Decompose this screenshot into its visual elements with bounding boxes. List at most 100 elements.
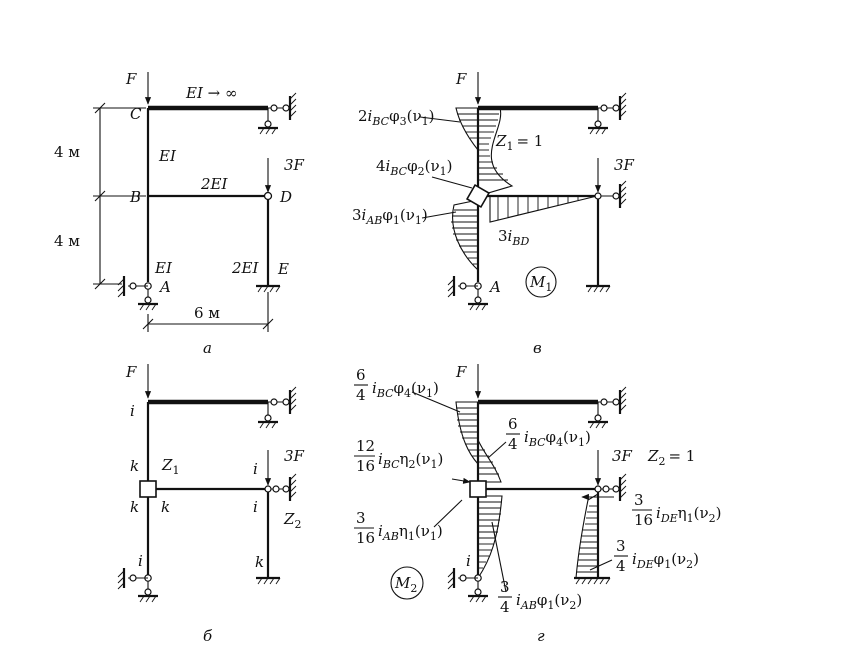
leader-g-5	[589, 559, 613, 571]
label-node-c: C	[130, 105, 142, 123]
svg-text:iDEη1(ν2): iDEη1(ν2)	[656, 504, 722, 525]
label-i-top-b: i	[130, 402, 135, 420]
svg-text:iBCφ4(ν1): iBCφ4(ν1)	[524, 428, 591, 449]
support-a	[117, 276, 158, 311]
svg-text:16: 16	[356, 529, 375, 547]
label-k-right-b: k	[161, 498, 170, 516]
label-v-3: 3iABφ1(ν1)	[352, 206, 428, 227]
dimension-horizontal	[142, 292, 274, 332]
label-3f-v: 3F	[614, 156, 635, 174]
label-g-f2: 6 4 iBCφ4(ν1)	[506, 415, 591, 453]
hinge-d	[263, 191, 273, 201]
panel-b: F 3F i k Z1 k k i i Z2 i k б	[117, 363, 305, 645]
label-dim-upper: 4 м	[54, 143, 80, 161]
label-i-g: i	[466, 552, 471, 570]
label-v-4: 3iBD	[498, 227, 529, 248]
leader-v-1	[419, 116, 461, 123]
caption-b: б	[203, 627, 213, 645]
label-k-left-b: k	[130, 498, 139, 516]
moment-hatch-bd	[497, 196, 579, 220]
svg-text:4iBCφ2(ν1): 4iBCφ2(ν1)	[376, 157, 452, 178]
label-m1: M1	[529, 273, 552, 294]
label-node-a: A	[158, 278, 171, 296]
constraint-z1-box-b	[139, 480, 157, 498]
caption-v: в	[533, 339, 542, 357]
svg-text:4: 4	[616, 557, 626, 575]
leader-g-1	[411, 391, 461, 413]
svg-text:iBCφ4(ν1): iBCφ4(ν1)	[372, 379, 439, 400]
panel-a: F EI → ∞ C EI 2EI B D 3F EI 2EI E A 4 м …	[54, 70, 305, 357]
label-dim-lower: 4 м	[54, 232, 80, 250]
svg-text:iABη1(ν1): iABη1(ν1)	[378, 522, 443, 543]
label-g-f4: 3 16 iABη1(ν1)	[354, 509, 443, 547]
moment-diagram-bd	[489, 195, 598, 223]
label-node-d: D	[279, 188, 292, 206]
label-g-f3: 12 16 iBCη2(ν1)	[354, 437, 443, 475]
support-c	[258, 92, 297, 135]
circle-m2	[390, 566, 424, 600]
label-ei-lower: EI	[154, 259, 173, 277]
label-node-a-v: A	[488, 278, 501, 296]
label-z1-b: Z1	[161, 456, 179, 477]
label-f: F	[125, 70, 137, 88]
moment-hatch-bc	[478, 113, 508, 181]
svg-text:2iBCφ3(ν1): 2iBCφ3(ν1)	[358, 107, 434, 128]
moment-diagram-ab	[452, 199, 479, 272]
leader-g-4	[491, 521, 507, 593]
moment-hatch-g-de	[577, 505, 598, 573]
svg-text:16: 16	[634, 511, 653, 529]
support-a-v	[447, 276, 488, 311]
support-d-g	[594, 473, 627, 501]
support-c-b	[258, 386, 297, 429]
moment-hatch-ab	[451, 209, 478, 265]
label-dim-horizontal: 6 м	[194, 304, 220, 322]
support-c-g	[588, 386, 627, 429]
label-3f: 3F	[284, 156, 305, 174]
dimension-vertical	[93, 102, 146, 290]
label-rigid: EI → ∞	[185, 84, 237, 102]
label-g-f7: 3 4 iABφ1(ν2)	[498, 578, 582, 616]
panel-v: F 3F 2iBCφ3(ν1) 4iBCφ2(ν1) 3iABφ1(ν1) 3i…	[352, 70, 635, 357]
support-e	[256, 284, 281, 293]
support-e-g	[574, 576, 611, 585]
label-node-b: B	[129, 188, 141, 206]
support-a-b	[117, 568, 158, 603]
label-i-d-bottom-b: i	[253, 498, 258, 516]
constraint-z1-box	[465, 183, 491, 209]
svg-text:4: 4	[500, 598, 510, 616]
reaction-arrow-g-1	[451, 477, 471, 484]
label-z2-b: Z2	[283, 510, 301, 531]
label-g-f5: 3 16 iDEη1(ν2)	[632, 491, 722, 529]
svg-text:3iBD: 3iBD	[498, 227, 529, 248]
label-g-f6: 3 4 iDEφ1(ν2)	[614, 537, 699, 575]
circle-m1	[525, 266, 557, 298]
support-a-g	[447, 568, 488, 603]
panel-g: F 3F i Z2= 1 6 4 iBCφ4(ν1) 6 4 iBCφ4(ν1)…	[354, 363, 722, 645]
support-d-b	[264, 473, 297, 501]
leader-g-2	[487, 441, 507, 459]
svg-text:4: 4	[356, 386, 366, 404]
moment-hatch-g-lower	[478, 501, 502, 569]
label-2ei-de: 2EI	[231, 259, 259, 277]
svg-text:iABφ1(ν2): iABφ1(ν2)	[516, 591, 582, 612]
label-i-bottom-b: i	[138, 552, 143, 570]
svg-text:3: 3	[634, 491, 644, 509]
moment-hatch-g-upper-right	[478, 449, 499, 475]
leader-g-3	[433, 499, 463, 528]
label-m2: M2	[394, 574, 417, 595]
label-z1-v: Z1= 1	[495, 132, 543, 153]
svg-text:3iABφ1(ν1): 3iABφ1(ν1)	[352, 206, 428, 227]
svg-text:iBCη2(ν1): iBCη2(ν1)	[378, 450, 443, 471]
support-d-v	[594, 180, 627, 208]
label-ei-upper: EI	[158, 147, 177, 165]
label-i-d-top-b: i	[253, 460, 258, 478]
moment-diagram-bc	[477, 107, 514, 197]
svg-text:12: 12	[356, 437, 375, 455]
label-node-e: E	[277, 260, 289, 278]
caption-a: а	[203, 339, 212, 357]
support-c-v	[588, 92, 627, 135]
support-e-v	[586, 284, 611, 293]
label-f-v: F	[455, 70, 467, 88]
moment-diagram-g-upper-right	[477, 439, 502, 483]
